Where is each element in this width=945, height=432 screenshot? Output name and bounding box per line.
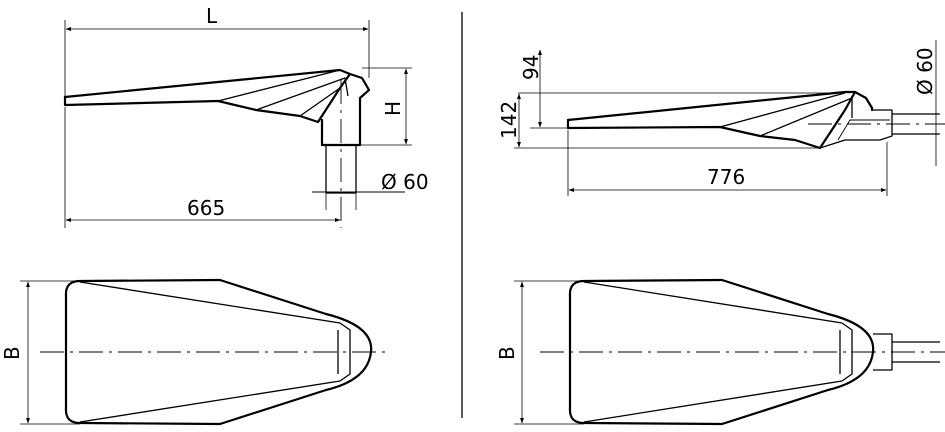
top-inner-lower — [79, 380, 341, 423]
side-entry-body — [819, 109, 893, 149]
top-cap — [337, 322, 351, 382]
spigot — [325, 144, 357, 194]
housing-inner-line-right — [719, 92, 846, 128]
top-outline — [64, 278, 373, 426]
dimension-diameter-right-label: Ø 60 — [913, 47, 937, 95]
dimension-776-label: 776 — [707, 165, 745, 189]
dimension-h-label: H — [381, 101, 405, 116]
dimension-94-label: 94 — [519, 55, 543, 80]
housing-top-edge-right — [566, 90, 857, 122]
housing-mid-edge — [299, 87, 341, 117]
housing-lower-edge-right — [759, 97, 853, 137]
dimension-l-label: L — [206, 4, 218, 28]
housing-lower-edge — [255, 77, 349, 111]
housing-top-edge — [63, 68, 352, 99]
top-outline-right — [568, 278, 875, 426]
dimension-b-label: B — [0, 346, 24, 360]
side-entry-body-inner — [837, 119, 890, 141]
dimension-b-right-label: B — [495, 346, 519, 360]
top-view-post-top: B — [0, 278, 390, 426]
housing-outline — [63, 72, 371, 147]
dimension-diameter-label: Ø 60 — [381, 170, 429, 194]
side-view-side-entry: 94 142 776 Ø 60 — [497, 40, 945, 196]
top-inner-upper — [79, 281, 341, 324]
top-view-side-entry: B — [495, 278, 945, 426]
dimension-665-label: 665 — [187, 196, 225, 220]
top-inner-lower-right — [583, 380, 843, 423]
dimension-142-label: 142 — [497, 101, 521, 139]
top-inner-upper-right — [583, 281, 843, 324]
side-view-post-top: L H Ø 60 665 — [63, 4, 429, 228]
housing-inner-line — [217, 69, 341, 102]
housing-outline-right — [566, 90, 874, 150]
